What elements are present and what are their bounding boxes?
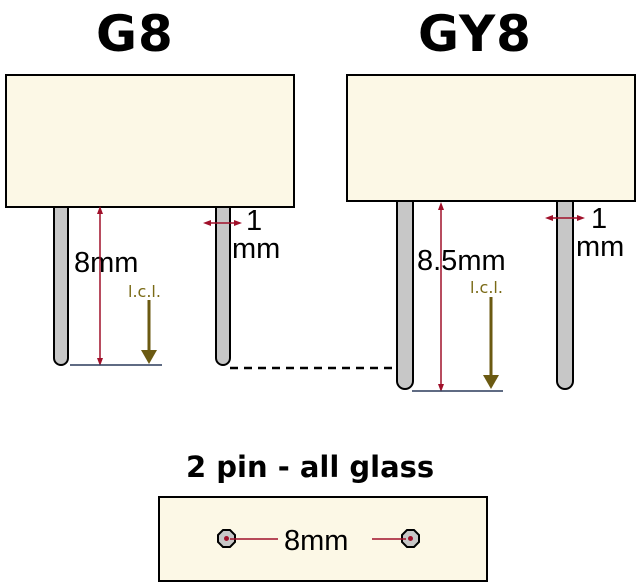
g8-pin-width-unit: mm	[232, 233, 281, 265]
gy8-icl-label: l.c.l.	[470, 278, 503, 297]
gy8-lamp-base	[346, 74, 636, 202]
gy8-pin-length-label: 8.5mm	[417, 245, 506, 277]
gy8-pin-width-number: 1	[591, 203, 608, 235]
gy8-right-pin	[556, 200, 574, 390]
gy8-icl-arrow-head	[483, 375, 499, 389]
g8-icl-label: l.c.l.	[128, 282, 161, 301]
g8-pin-length-label: 8mm	[74, 247, 139, 279]
gy8-title: GY8	[418, 5, 532, 63]
g8-right-pin	[215, 206, 231, 366]
bottom-right-pin-icon	[401, 529, 420, 548]
g8-left-pin	[53, 206, 69, 366]
gy8-pin-width-unit: mm	[576, 231, 625, 263]
bottom-pin-panel	[158, 496, 488, 582]
bottom-subtitle: 2 pin - all glass	[186, 450, 435, 484]
bottom-spacing-label: 8mm	[284, 525, 349, 557]
g8-title: G8	[96, 5, 174, 63]
g8-lamp-base	[5, 74, 295, 208]
gy8-left-pin	[396, 200, 414, 390]
bottom-left-pin-icon	[217, 529, 236, 548]
g8-icl-arrow-head	[141, 350, 157, 364]
g8-pin-width-number: 1	[246, 205, 263, 237]
